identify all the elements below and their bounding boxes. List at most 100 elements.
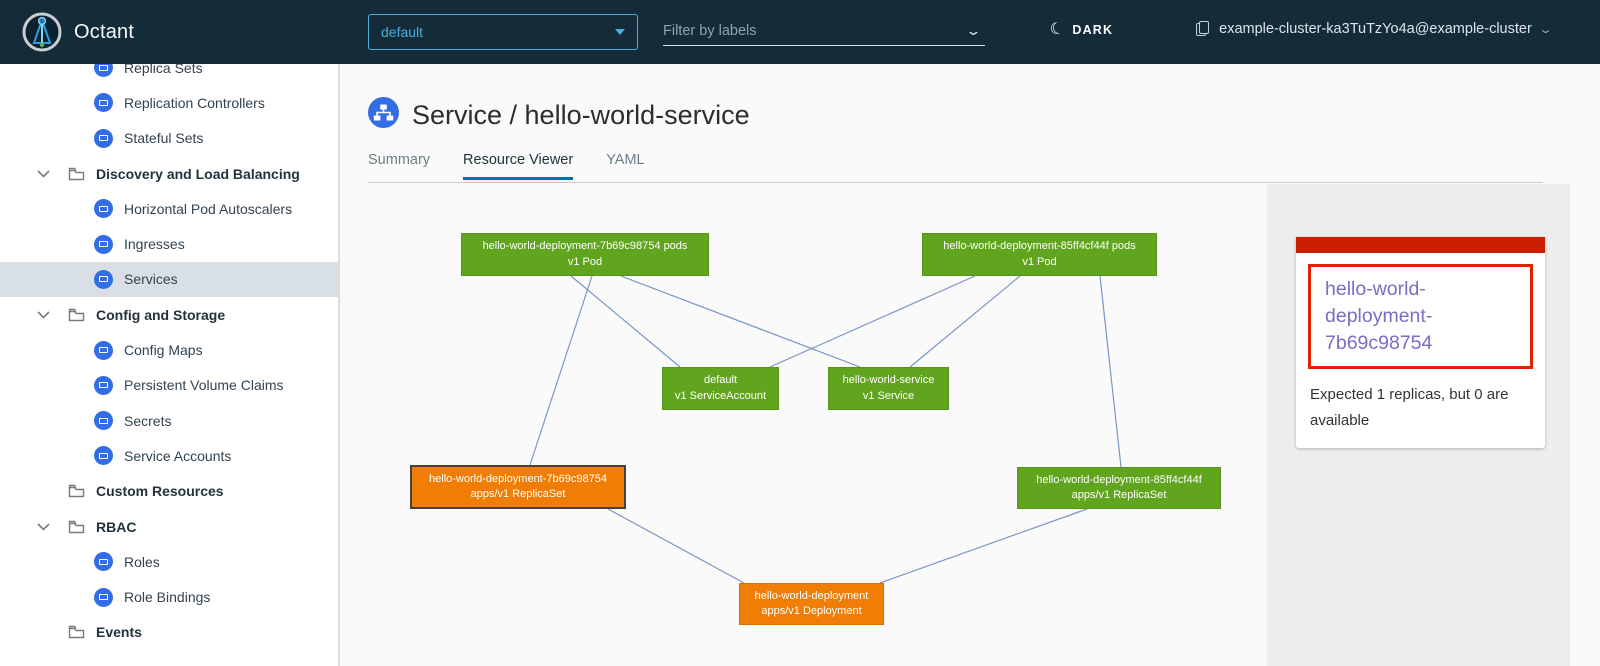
chevron-down-icon[interactable] [36, 311, 50, 319]
node-kind: apps/v1 ReplicaSet [1071, 489, 1167, 501]
sidebar-item-label: Ingresses [124, 236, 185, 253]
page-title: Service / hello-world-service [412, 99, 750, 130]
graph-node-deployment-hello-world[interactable]: hello-world-deployment apps/v1 Deploymen… [739, 583, 884, 625]
folder-icon [68, 520, 85, 534]
ingresses-icon [94, 234, 113, 254]
namespace-dropdown[interactable]: default [368, 14, 638, 50]
hpa-icon [94, 199, 113, 219]
resource-tabs: Summary Resource Viewer YAML [368, 152, 645, 180]
error-highlight-box: hello-world-deployment-7b69c98754 [1308, 264, 1533, 369]
sidebar-group-events[interactable]: Events [0, 615, 338, 650]
node-name: hello-world-deployment-7b69c98754 [429, 472, 607, 485]
chevron-down-icon[interactable]: ⌄ [965, 22, 982, 38]
sidebar-item-ingresses[interactable]: Ingresses [0, 226, 338, 261]
config-maps-icon [94, 340, 113, 360]
main-content: Service / hello-world-service Summary Re… [340, 64, 1600, 666]
sidebar-group-label: Custom Resources [96, 483, 224, 500]
sidebar-item-label: Config Maps [124, 342, 203, 359]
node-kind: v1 ServiceAccount [674, 389, 767, 402]
sidebar-item-label: Stateful Sets [124, 130, 204, 147]
sidebar-group-rbac[interactable]: RBAC [0, 509, 338, 544]
service-resource-icon [368, 97, 399, 133]
node-name: hello-world-deployment-7b69c98754 pods [482, 240, 688, 253]
secrets-icon [94, 411, 113, 431]
label-filter-input[interactable] [663, 22, 969, 39]
selected-resource-link[interactable]: hello-world-deployment-7b69c98754 [1325, 278, 1433, 354]
sidebar-group-custom-resources[interactable]: Custom Resources [0, 474, 338, 509]
sidebar-item-roles[interactable]: Roles [0, 544, 338, 579]
sidebar-item-horizontal-pod-autoscalers[interactable]: Horizontal Pod Autoscalers [0, 191, 338, 226]
sidebar-item-services[interactable]: Services [0, 261, 338, 298]
status-card: hello-world-deployment-7b69c98754 Expect… [1296, 237, 1545, 449]
tab-yaml[interactable]: YAML [606, 152, 645, 168]
sidebar-item-role-bindings[interactable]: Role Bindings [0, 579, 338, 614]
sidebar-item-label: Roles [124, 553, 160, 570]
app-title: Octant [74, 20, 135, 43]
sidebar-item-label: Secrets [124, 412, 172, 429]
role-bindings-icon [94, 587, 113, 607]
sidebar-item-replication-controllers[interactable]: Replication Controllers [0, 85, 338, 120]
sidebar-item-persistent-volume-claims[interactable]: Persistent Volume Claims [0, 368, 338, 403]
folder-icon [68, 167, 85, 181]
tab-resource-viewer[interactable]: Resource Viewer [463, 152, 574, 180]
graph-node-pod-7b69c98754[interactable]: hello-world-deployment-7b69c98754 pods v… [461, 233, 709, 276]
sidebar-item-label: Replica Sets [124, 64, 203, 76]
sidebar-item-stateful-sets[interactable]: Stateful Sets [0, 121, 338, 156]
sidebar-item-label: Service Accounts [124, 447, 232, 464]
sidebar-item-label: Persistent Volume Claims [124, 377, 284, 394]
sidebar-nav: Replica Sets Replication Controllers Sta… [0, 64, 340, 666]
sidebar-group-label: Events [96, 624, 142, 641]
theme-toggle-button[interactable]: ☾ DARK [1048, 19, 1114, 40]
resource-viewer-graph: hello-world-deployment-7b69c98754 pods v… [340, 183, 1267, 666]
sidebar-item-service-accounts[interactable]: Service Accounts [0, 438, 338, 473]
replica-sets-icon [94, 64, 113, 78]
services-icon [94, 269, 113, 289]
chevron-down-icon[interactable] [36, 522, 50, 531]
error-status-bar [1296, 237, 1545, 253]
pvc-icon [94, 375, 113, 395]
moon-icon: ☾ [1048, 19, 1066, 40]
chevron-down-icon: ⌄ [1538, 23, 1553, 36]
roles-icon [94, 552, 113, 572]
sidebar-item-config-maps[interactable]: Config Maps [0, 332, 338, 367]
tab-summary[interactable]: Summary [368, 152, 431, 168]
graph-node-serviceaccount-default[interactable]: default v1 ServiceAccount [662, 367, 779, 410]
selected-resource-panel: hello-world-deployment-7b69c98754 Expect… [1267, 184, 1570, 666]
sidebar-item-replica-sets[interactable]: Replica Sets [0, 64, 338, 85]
sidebar-group-label: RBAC [96, 518, 137, 535]
graph-node-replicaset-7b69c98754[interactable]: hello-world-deployment-7b69c98754 apps/v… [410, 465, 626, 509]
sidebar-group-label: Config and Storage [96, 306, 226, 323]
caret-down-icon [615, 29, 625, 35]
node-name: hello-world-service [842, 374, 935, 387]
node-name: hello-world-deployment-85ff4cf44f [1036, 473, 1202, 486]
folder-icon [68, 308, 85, 322]
stateful-sets-icon [94, 128, 113, 148]
cluster-icon [1196, 21, 1210, 37]
node-kind: v1 Pod [1022, 255, 1057, 268]
sidebar-group-label: Discovery and Load Balancing [96, 165, 300, 182]
folder-icon [68, 625, 85, 639]
sidebar-item-label: Replication Controllers [124, 94, 265, 111]
folder-icon [68, 484, 85, 498]
sidebar-group-discovery-and-load-balancing[interactable]: Discovery and Load Balancing [0, 156, 338, 191]
theme-toggle-label: DARK [1072, 23, 1114, 37]
cluster-context-name: example-cluster-ka3TuTzYo4a@example-clus… [1219, 21, 1532, 37]
chevron-down-icon[interactable] [36, 169, 50, 178]
graph-node-service-hello-world-service[interactable]: hello-world-service v1 Service [828, 367, 949, 410]
service-accounts-icon [94, 446, 113, 466]
node-kind: apps/v1 ReplicaSet [470, 488, 566, 500]
app-header: Octant default ⌄ ☾ DARK example-cluster-… [0, 0, 1600, 64]
graph-node-pod-85ff4cf44f[interactable]: hello-world-deployment-85ff4cf44f pods v… [922, 233, 1157, 276]
cluster-context-dropdown[interactable]: example-cluster-ka3TuTzYo4a@example-clus… [1196, 21, 1553, 37]
sidebar-item-label: Services [124, 271, 178, 288]
graph-node-replicaset-85ff4cf44f[interactable]: hello-world-deployment-85ff4cf44f apps/v… [1017, 467, 1221, 509]
node-name: default [703, 374, 738, 387]
namespace-selected-value: default [381, 24, 424, 40]
sidebar-item-secrets[interactable]: Secrets [0, 403, 338, 438]
sidebar-item-label: Horizontal Pod Autoscalers [124, 200, 293, 217]
sidebar-group-config-and-storage[interactable]: Config and Storage [0, 297, 338, 332]
tabs-divider [368, 182, 1543, 183]
node-kind: v1 Service [862, 389, 915, 402]
status-message: Expected 1 replicas, but 0 are available [1310, 385, 1509, 429]
